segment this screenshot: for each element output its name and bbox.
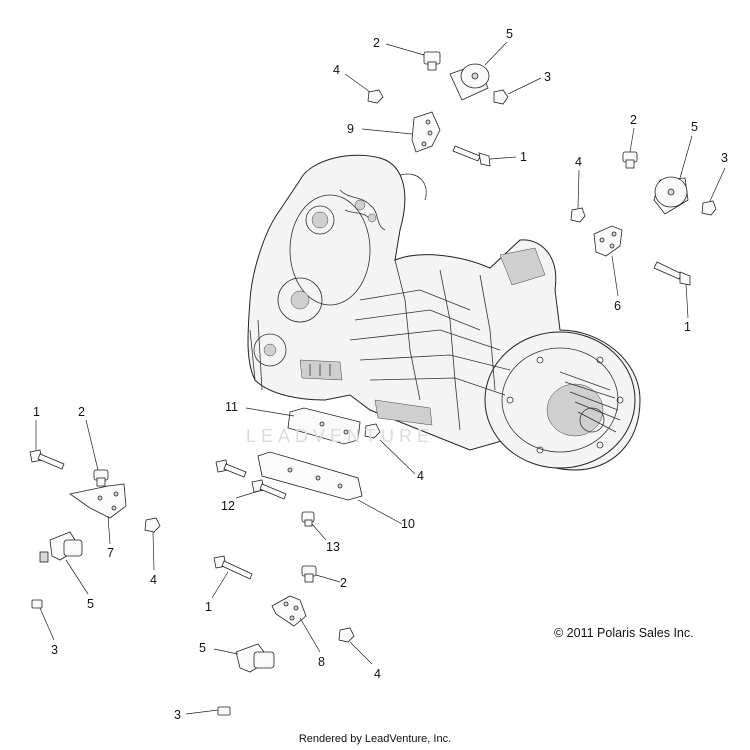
nut-3-top bbox=[493, 89, 509, 105]
bracket-10 bbox=[257, 451, 363, 501]
bracket-8 bbox=[271, 595, 307, 627]
bottom-mount-group: 1 2 8 5 4 bbox=[174, 555, 381, 722]
callout-13: 13 bbox=[326, 540, 340, 554]
bolt-1-left bbox=[29, 449, 65, 470]
nut-3-right bbox=[701, 200, 717, 216]
left-mount-group: 1 2 7 4 5 bbox=[29, 405, 161, 657]
bolt-12-b bbox=[251, 479, 287, 500]
flange-bolt-2-right bbox=[622, 151, 638, 169]
callout-5-right: 5 bbox=[691, 120, 698, 134]
bracket-6 bbox=[593, 225, 623, 257]
callout-4-mid: 4 bbox=[417, 469, 424, 483]
callout-5-bottom: 5 bbox=[199, 641, 206, 655]
rubber-mount-5-left bbox=[39, 531, 83, 563]
rubber-mount-5-top bbox=[449, 63, 490, 101]
rendered-by-credit: Rendered by LeadVenture, Inc. bbox=[298, 733, 452, 745]
callout-3-right: 3 bbox=[721, 151, 728, 165]
nut-3-left bbox=[31, 599, 43, 609]
callout-1-left: 1 bbox=[33, 405, 40, 419]
callout-1-right: 1 bbox=[684, 320, 691, 334]
callout-1-top: 1 bbox=[520, 150, 527, 164]
callout-1-bottom: 1 bbox=[205, 600, 212, 614]
nut-4-top bbox=[367, 89, 384, 104]
callout-4-top: 4 bbox=[333, 63, 340, 77]
callout-2-bottom: 2 bbox=[340, 576, 347, 590]
callout-9: 9 bbox=[347, 122, 354, 136]
rubber-mount-5-bottom bbox=[235, 643, 275, 673]
nut-4-mid bbox=[364, 423, 381, 439]
bolt-1-top bbox=[452, 145, 491, 167]
bracket-11 bbox=[287, 407, 361, 445]
top-mount-group: 2 5 4 3 9 bbox=[333, 27, 551, 167]
callout-6: 6 bbox=[614, 299, 621, 313]
callout-3-top: 3 bbox=[544, 70, 551, 84]
callout-3-left: 3 bbox=[51, 643, 58, 657]
nut-4-right bbox=[570, 207, 586, 223]
callout-10: 10 bbox=[401, 517, 415, 531]
flange-bolt-2-top bbox=[423, 51, 441, 71]
callout-4-left: 4 bbox=[150, 573, 157, 587]
flange-bolt-2-left bbox=[93, 469, 109, 487]
callout-7: 7 bbox=[107, 546, 114, 560]
bolt-1-right bbox=[653, 261, 691, 286]
copyright-notice: © 2011 Polaris Sales Inc. bbox=[554, 626, 694, 640]
nut-3-bottom bbox=[217, 706, 231, 716]
callout-4-bottom: 4 bbox=[374, 667, 381, 681]
callout-11: 11 bbox=[225, 400, 238, 414]
bolt-13 bbox=[301, 511, 315, 527]
right-mount-group: 2 5 4 3 6 bbox=[570, 113, 728, 334]
callout-5-top: 5 bbox=[506, 27, 513, 41]
callout-2-top: 2 bbox=[373, 36, 380, 50]
callout-12: 12 bbox=[221, 499, 235, 513]
nut-4-left bbox=[144, 517, 161, 533]
engine-transmission-assembly bbox=[247, 154, 641, 471]
callout-2-right: 2 bbox=[630, 113, 637, 127]
callout-2-left: 2 bbox=[78, 405, 85, 419]
callout-3-bottom: 3 bbox=[174, 708, 181, 722]
callout-8: 8 bbox=[318, 655, 325, 669]
bolt-12-a bbox=[215, 459, 247, 478]
rubber-mount-5-right bbox=[653, 176, 689, 215]
watermark: LEADVENTURE bbox=[246, 426, 435, 446]
callout-4-right: 4 bbox=[575, 155, 582, 169]
bracket-9 bbox=[411, 111, 441, 153]
flange-bolt-2-bottom bbox=[301, 565, 317, 583]
bracket-7 bbox=[69, 483, 127, 519]
nut-4-bottom bbox=[338, 627, 355, 643]
middle-bracket-group: 11 4 10 12 13 bbox=[215, 400, 424, 554]
callout-5-left: 5 bbox=[87, 597, 94, 611]
bolt-1-bottom bbox=[213, 555, 253, 580]
